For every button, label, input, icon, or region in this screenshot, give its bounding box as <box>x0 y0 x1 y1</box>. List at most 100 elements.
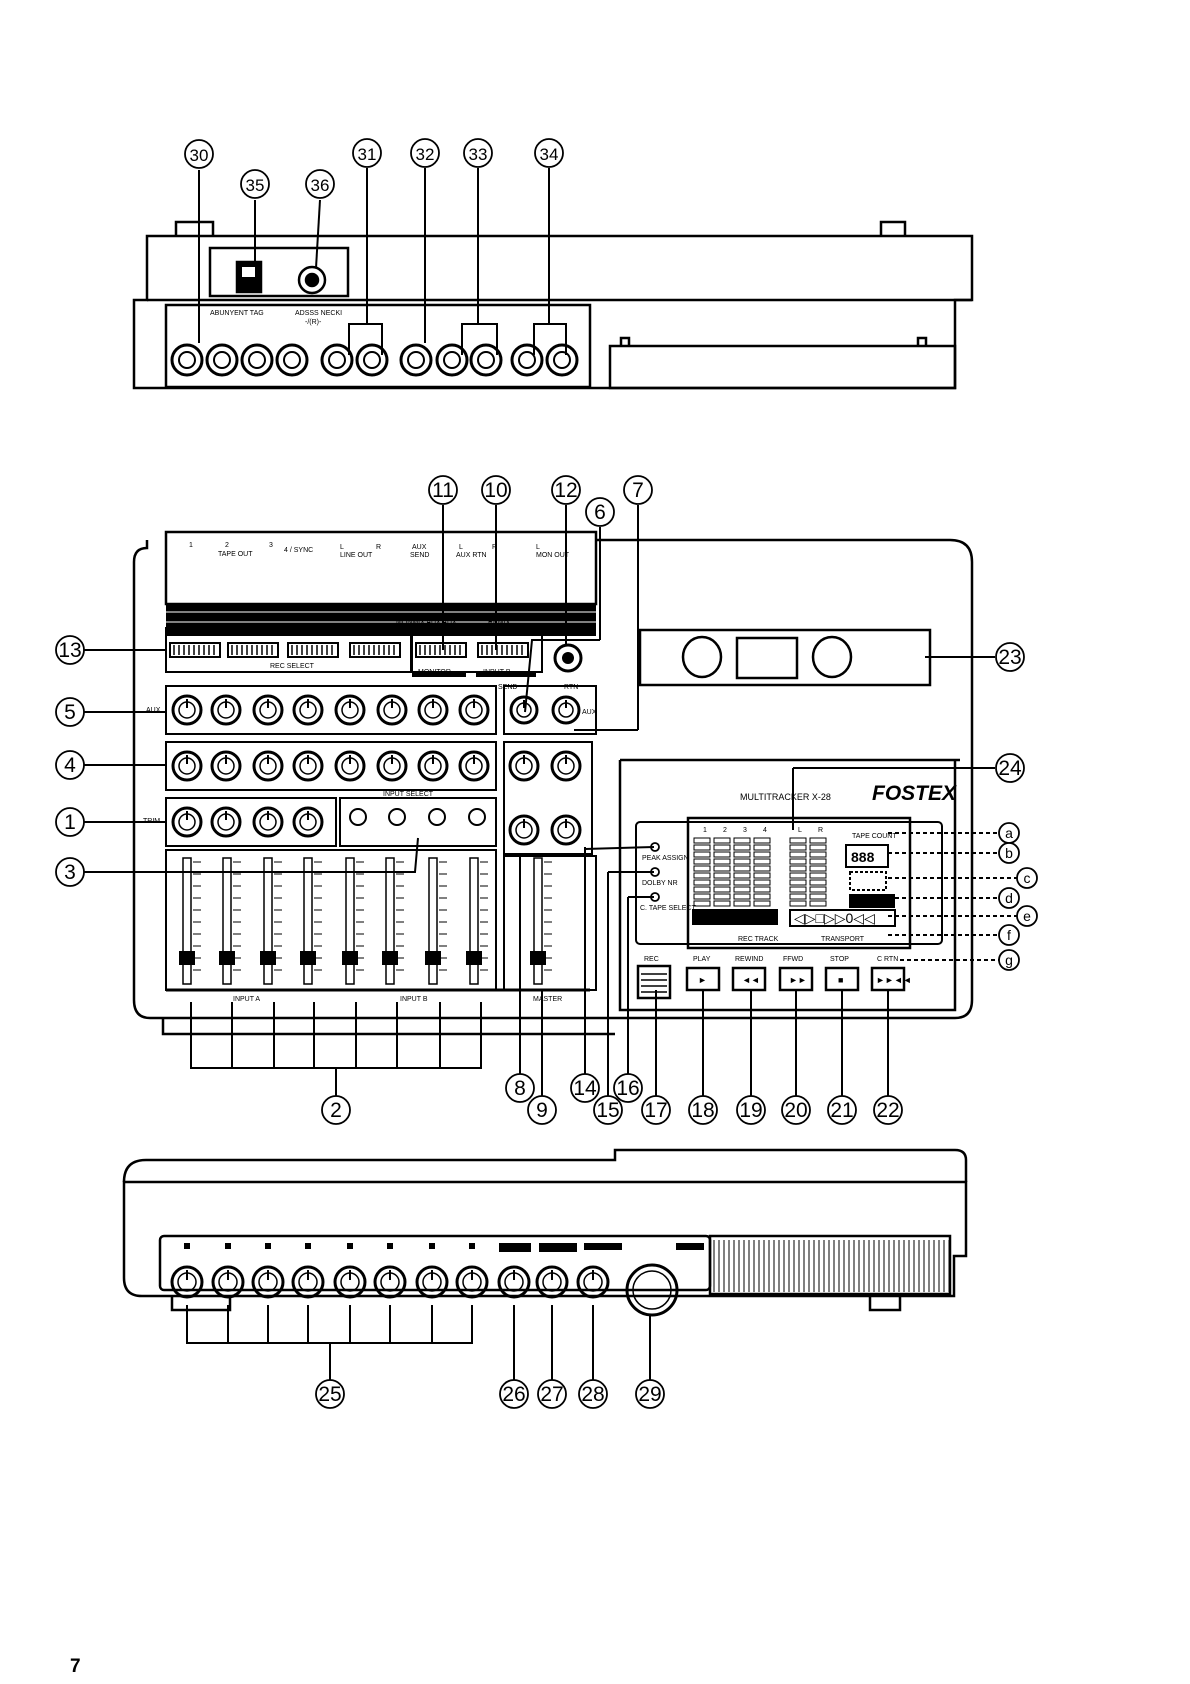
rec-select-label: REC SELECT <box>270 663 315 670</box>
rear-label-right: ADSSS NECKI <box>295 310 342 317</box>
meter-cell <box>693 879 711 886</box>
svg-text:C RTN: C RTN <box>877 956 898 963</box>
svg-text:REC: REC <box>644 956 659 963</box>
rear-jack-inner <box>213 351 231 369</box>
meter-cell <box>733 858 751 865</box>
aux-send-knob <box>292 694 324 726</box>
front-knob <box>333 1265 367 1299</box>
callout-25: 25 <box>318 1383 341 1406</box>
meter-cell <box>733 865 751 872</box>
monmix-aux-label: MONMIX AUX AUX <box>396 619 457 626</box>
front-knob-marker <box>549 1243 555 1249</box>
meter-cell <box>733 879 751 886</box>
meter-cell <box>809 900 827 907</box>
front-knob-marker <box>511 1243 517 1249</box>
front-panel <box>122 1148 968 1312</box>
meter-cell <box>733 900 751 907</box>
input-b-bar <box>476 673 536 677</box>
callout-33: 33 <box>469 145 488 164</box>
callout-17: 17 <box>644 1099 667 1122</box>
svg-text:TRANSPORT: TRANSPORT <box>821 936 865 943</box>
pan-knob <box>550 750 582 782</box>
tape-select-label: C. TAPE SELECT <box>640 905 696 912</box>
meter-cell <box>753 900 771 907</box>
master-label: MASTER <box>533 996 562 1003</box>
svg-text:AUX RTN: AUX RTN <box>456 552 487 559</box>
rear-jack-inner <box>477 351 495 369</box>
svg-text:STOP: STOP <box>830 956 849 963</box>
pan-knob <box>508 814 540 846</box>
meter-cell <box>713 893 731 900</box>
meter-cell <box>809 872 827 879</box>
callout-14: 14 <box>573 1077 597 1100</box>
aux-knob <box>509 695 539 725</box>
meter-cell <box>733 872 751 879</box>
callout-21: 21 <box>830 1099 853 1122</box>
callout-27: 27 <box>540 1383 563 1406</box>
meter-cell <box>733 886 751 893</box>
rear-jack-inner <box>407 351 425 369</box>
monitor-bar <box>412 673 466 677</box>
meter-cell <box>753 893 771 900</box>
meter-cell <box>693 844 711 851</box>
front-knob <box>291 1265 325 1299</box>
rear-jack <box>545 343 579 377</box>
rear-jack-inner <box>443 351 461 369</box>
svg-text:AUX: AUX <box>412 544 427 551</box>
brand-logo: FOSTEX <box>872 782 958 805</box>
monitor-knob <box>553 643 583 673</box>
slide-switch <box>415 642 467 658</box>
svg-text:►►: ►► <box>789 975 807 985</box>
peak-assign-label: PEAK ASSIGN <box>642 855 689 862</box>
callout-35: 35 <box>246 176 265 195</box>
svg-text:TAPE OUT: TAPE OUT <box>218 551 253 558</box>
meter-cell <box>789 893 807 900</box>
meter-cell <box>713 844 731 851</box>
rear-callouts <box>184 138 564 199</box>
svg-text:MON OUT: MON OUT <box>536 552 570 559</box>
svg-text:LINE OUT: LINE OUT <box>340 552 373 559</box>
meter-cell <box>789 851 807 858</box>
front-knob <box>415 1265 449 1299</box>
input-select-button <box>349 808 367 826</box>
fader <box>179 857 201 985</box>
callout-36: 36 <box>311 176 330 195</box>
aux-knob-label: AUX <box>582 709 597 716</box>
meter-cell <box>809 844 827 851</box>
svg-text:FFWD: FFWD <box>783 956 803 963</box>
meter-cell <box>713 900 731 907</box>
callout-5: 5 <box>64 701 76 724</box>
fader <box>466 857 488 985</box>
input-select-button <box>428 808 446 826</box>
rear-panel <box>132 220 974 390</box>
meter-text: 1 2 3 4 L R TAPE COUNT REC TRACK TRANSPO… <box>703 827 897 943</box>
meter-cell <box>753 886 771 893</box>
svg-text:2: 2 <box>723 827 727 834</box>
fader <box>530 857 552 985</box>
meter-cell <box>809 879 827 886</box>
front-knob-marker <box>305 1243 311 1249</box>
transport-icons: ◁▷□▷▷0◁◁ <box>794 910 875 926</box>
svg-text:REWIND: REWIND <box>735 956 763 963</box>
meter-cell <box>693 886 711 893</box>
callout-26: 26 <box>502 1383 525 1406</box>
callout-23: 23 <box>998 646 1021 669</box>
slide-switch <box>287 642 339 658</box>
meter-cell <box>733 837 751 844</box>
rear-leaders <box>198 168 550 343</box>
svg-text:L: L <box>459 544 463 551</box>
aux-send-knob <box>417 694 449 726</box>
front-knob <box>576 1265 610 1299</box>
svg-text:2: 2 <box>225 542 229 549</box>
callout-c: c <box>1024 870 1031 886</box>
callout-d: d <box>1005 890 1013 906</box>
meter-cell <box>809 893 827 900</box>
svg-text:TAPE COUNT: TAPE COUNT <box>852 833 897 840</box>
svg-text:L: L <box>340 544 344 551</box>
pan-knob <box>252 750 284 782</box>
slide-switch <box>227 642 279 658</box>
callout-20: 20 <box>784 1099 807 1122</box>
rear-jack <box>205 343 239 377</box>
fader <box>382 857 404 985</box>
meter-cell <box>809 865 827 872</box>
